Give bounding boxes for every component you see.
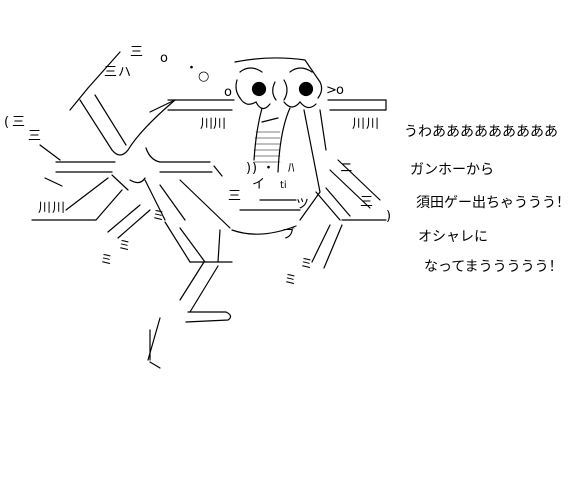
bubble-dot: ・	[185, 61, 198, 76]
glyph-mi-1: ミ	[118, 239, 131, 254]
glyph-ha-small: ﾊ	[288, 161, 295, 176]
bubble-circle-2: ○	[198, 69, 209, 84]
glyph-kawa-3: 川	[200, 117, 213, 132]
speech-line-3: 須田ゲー出ちゃううう！	[416, 195, 569, 211]
glyph-paren-1: )	[246, 161, 251, 176]
upper-left-arm: 三 ハ 三 ο ・ ○	[69, 45, 209, 151]
glyph-san-1: 三	[104, 65, 117, 80]
left-arms: ( 三 三 川 川	[4, 115, 123, 221]
glyph-kawa-5: 川	[352, 117, 365, 132]
glyph-gt: >	[326, 83, 337, 98]
glyph-tsu: ツ	[296, 197, 309, 212]
glyph-kawa-2: 川	[52, 201, 65, 216]
glyph-paren-right: )	[386, 209, 391, 224]
glyph-mi-3: ミ	[152, 209, 165, 224]
right-arms: 川 川 ニ 三 ) ミ ミ	[284, 99, 391, 288]
glyph-ti: ti	[280, 180, 287, 191]
head: ο > ο	[224, 57, 344, 193]
glyph-kawa-1: 川	[38, 201, 51, 216]
glyph-san-2: 三	[130, 45, 143, 60]
glyph-mi-4: ミ	[300, 257, 313, 272]
glyph-san-5: 三	[228, 189, 241, 204]
glyph-paren-2: )	[252, 161, 257, 176]
glyph-mi-5: ミ	[284, 273, 297, 288]
glyph-paren-left: (	[4, 115, 9, 130]
central-body: 川 川 ミ ミ ミ 三	[100, 99, 241, 369]
glyph-dots: ・	[262, 161, 275, 176]
glyph-kawa-4: 川	[213, 117, 226, 132]
speech-line-1: うわあああああああああ	[404, 124, 558, 140]
glyph-san-4: 三	[28, 129, 41, 144]
chin-area: ) ) ・ ﾊ イ ti ツ ブ	[231, 161, 321, 242]
glyph-kawa-6: 川	[366, 117, 379, 132]
glyph-mi-2: ミ	[100, 253, 113, 268]
glyph-san-6: 三	[360, 195, 373, 210]
speech-line-4: オシャレに	[418, 229, 488, 245]
glyph-san-3: 三	[12, 115, 25, 130]
speech-line-5: なってまううううう！	[424, 259, 563, 275]
glyph-ha-1: ハ	[118, 65, 131, 80]
glyph-o-small-1: ο	[224, 85, 232, 100]
bubble-circle-1: ο	[160, 51, 168, 66]
glyph-i: イ	[252, 177, 265, 192]
speech-line-2: ガンホーから	[410, 162, 494, 178]
glyph-o-small-2: ο	[336, 83, 344, 98]
glyph-bu: ブ	[282, 226, 295, 242]
